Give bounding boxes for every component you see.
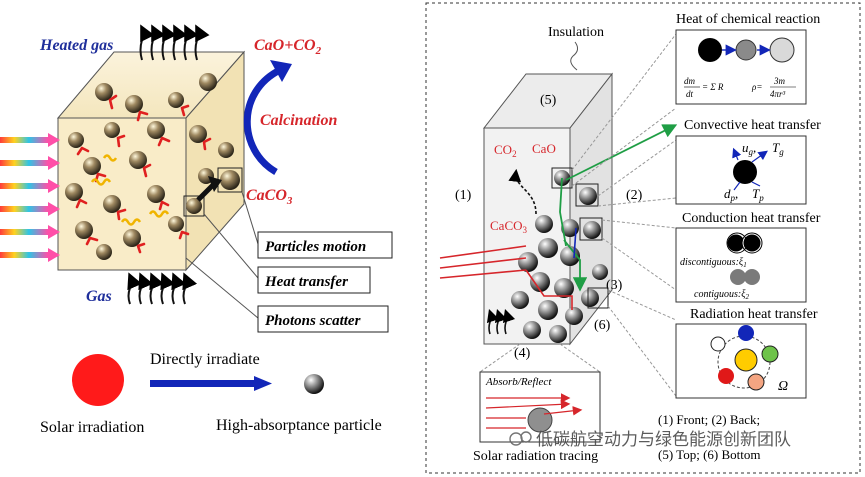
incident-light-arrows: [0, 133, 60, 262]
right-panel-frame: [425, 2, 861, 474]
formula-sum: = Σ R: [702, 82, 724, 92]
right-particles: [511, 170, 608, 343]
mech-rad-title: Radiation heat transfer: [690, 307, 818, 322]
connector-lines: [479, 33, 677, 397]
faces-line2: (5) Top; (6) Bottom: [658, 447, 760, 462]
sym-tg: Tg: [772, 140, 784, 157]
green-rays: [559, 124, 678, 292]
particles-motion-text: Particles motion: [265, 239, 366, 255]
faces-line1: (1) Front; (2) Back;: [658, 412, 760, 427]
heat-transfer-text: Heat transfer: [264, 274, 348, 290]
gas-label: Gas: [86, 288, 112, 305]
sym-dp: dp,: [724, 186, 738, 203]
formula-rhs: ρ=: [751, 82, 762, 92]
mech-chem-box: dm dt = Σ R ρ= 3m 4πr³: [675, 29, 807, 105]
legend: Solar irradiation Directly irradiate Hig…: [40, 351, 382, 436]
formula-den: 4πr³: [770, 89, 786, 99]
mech-cond-title: Conduction heat transfer: [682, 211, 821, 226]
label-box-motion: Particles motion: [257, 231, 393, 259]
mech-conv-title: Convective heat transfer: [684, 118, 821, 133]
tracing-box: Absorb/Reflect: [479, 371, 601, 443]
sym-tp: Tp: [752, 186, 764, 203]
watermark-text: 低碳航空动力与绿色能源创新团队: [536, 430, 791, 450]
heated-gas-arrows: [139, 24, 210, 61]
formula-num: 3m: [773, 76, 786, 86]
particle-label: High-absorptance particle: [216, 417, 382, 434]
inlet-gas-arrows: [127, 272, 198, 305]
left-particles: [65, 73, 234, 260]
product-label: CaO+CO2: [254, 37, 322, 57]
directly-irradiate-label: Directly irradiate: [150, 351, 260, 368]
face-label-2: (2): [626, 188, 643, 203]
highlight-particles: [183, 167, 243, 217]
solar-irradiation-label: Solar irradiation: [40, 419, 144, 436]
co2-label: CO2: [494, 142, 517, 159]
photons-scatter-text: Photons scatter: [265, 313, 361, 329]
svg-text:dt: dt: [686, 89, 694, 99]
label-box-heat: Heat transfer: [257, 266, 371, 294]
calcination-label: Calcination: [260, 112, 337, 129]
caco3-label: CaCO3: [490, 218, 528, 235]
face-label-4: (4): [514, 346, 531, 361]
calcination-arrow: [243, 60, 292, 176]
discontiguous-label: discontiguous:ξ1: [680, 257, 747, 269]
insulation-label: Insulation: [548, 25, 604, 40]
tracing-caption: Solar radiation tracing: [473, 449, 598, 464]
contiguous-label: contiguous:ξ2: [694, 289, 750, 301]
reactant-label: CaCO3: [246, 187, 293, 207]
mech-rad-box: Ω: [675, 323, 807, 399]
face-label-5: (5): [540, 93, 557, 108]
mech-cond-box: discontiguous:ξ1 contiguous:ξ2: [675, 227, 807, 303]
omega-symbol: Ω: [778, 379, 788, 394]
sun-icon: [72, 354, 124, 406]
watermark: 低碳航空动力与绿色能源创新团队: [509, 430, 791, 450]
face-label-3: (3): [606, 278, 623, 293]
sym-ug: ug,: [742, 140, 756, 157]
right-gas-arrows: [486, 308, 516, 335]
motion-marks: [75, 94, 212, 254]
mech-conv-box: ug, Tg dp, Tp: [675, 135, 807, 205]
incident-rays: [439, 245, 573, 310]
label-box-photons: Photons scatter: [257, 305, 389, 333]
heat-squiggles: [90, 154, 170, 226]
mech-chem-title: Heat of chemical reaction: [676, 12, 820, 27]
heated-gas-label: Heated gas: [39, 37, 113, 54]
formula-lhs: dm: [684, 76, 696, 86]
face-label-6: (6): [594, 318, 611, 333]
particle-icon: [304, 374, 324, 394]
cao-label: CaO: [532, 141, 556, 156]
face-label-1: (1): [455, 188, 472, 203]
tracing-box-label: Absorb/Reflect: [485, 376, 552, 388]
leader-lines: [185, 191, 259, 319]
